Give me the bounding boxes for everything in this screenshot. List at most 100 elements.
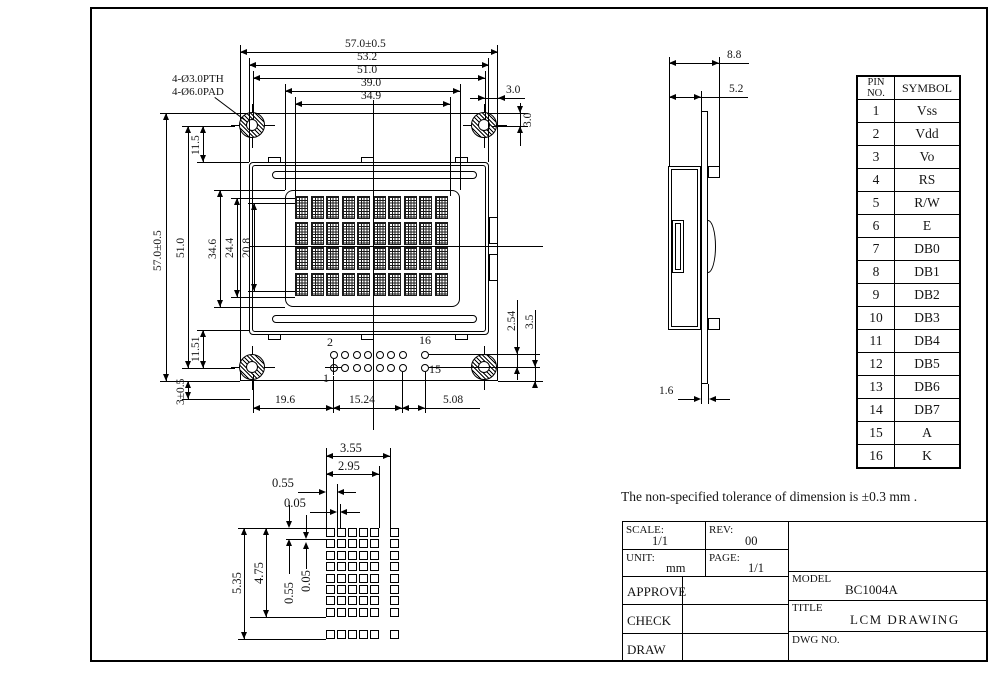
pin-no: 5 xyxy=(856,191,895,215)
dimension-line xyxy=(669,94,701,100)
pin-hole xyxy=(341,364,349,372)
side-tab xyxy=(708,318,720,330)
extension-line xyxy=(326,448,327,528)
char-cell xyxy=(419,247,432,270)
page-value: 1/1 xyxy=(748,561,764,575)
extension-line xyxy=(488,58,489,162)
hole-drill xyxy=(246,361,258,373)
unit-label: UNIT: xyxy=(626,552,655,564)
arrowhead xyxy=(319,488,326,495)
char-cell xyxy=(341,247,355,270)
arrowhead xyxy=(340,508,347,515)
frame-clip xyxy=(489,254,498,281)
dimension-line xyxy=(310,512,330,513)
char-cell xyxy=(419,272,432,296)
scale-value: 1/1 xyxy=(652,534,668,548)
model-value: BC1004A xyxy=(845,582,898,597)
dim-label: 24.4 xyxy=(224,237,236,258)
dot-cell xyxy=(337,607,346,617)
arrowhead xyxy=(516,126,523,133)
arrowhead xyxy=(285,539,292,546)
pin-symbol: DB5 xyxy=(894,352,961,376)
char-cell xyxy=(310,272,324,296)
char-cell xyxy=(403,272,417,296)
dimension-line xyxy=(240,49,498,55)
extension-line xyxy=(182,399,250,400)
pin-hole xyxy=(330,364,338,372)
approve-label: APPROVE xyxy=(627,584,687,599)
pin-no: 4 xyxy=(856,168,895,192)
extension-line xyxy=(450,97,451,196)
dim-label: 0.55 xyxy=(282,582,296,604)
pin-label: 1 xyxy=(323,371,329,385)
char-cell xyxy=(403,196,417,219)
frame-tab xyxy=(455,334,468,340)
dim-label: 20.8 xyxy=(241,237,253,258)
char-cell xyxy=(372,196,386,219)
extension-line xyxy=(485,93,486,118)
dim-label: 3.0 xyxy=(506,84,521,96)
pin-no: 15 xyxy=(856,421,895,445)
centerline xyxy=(250,246,543,247)
char-cell xyxy=(434,196,448,219)
extension-line xyxy=(333,376,334,413)
dot-cell xyxy=(370,573,379,583)
dim-label: 1.6 xyxy=(659,385,674,397)
pin-label: 16 xyxy=(419,333,431,347)
char-cell xyxy=(388,221,401,245)
char-cell xyxy=(310,221,324,245)
dim-label: 3.0 xyxy=(522,112,534,127)
dot-cell xyxy=(337,596,346,606)
extension-line xyxy=(429,367,540,368)
pin-no: 12 xyxy=(856,352,895,376)
arrowhead xyxy=(478,94,485,101)
pin-hole xyxy=(421,351,429,359)
pin-hole xyxy=(376,364,384,372)
dimension-line xyxy=(289,505,290,521)
char-matrix xyxy=(295,196,448,296)
char-cell xyxy=(326,221,339,245)
extension-line xyxy=(231,297,295,298)
dim-label: 0.05 xyxy=(299,570,313,592)
hole-drill xyxy=(478,119,490,131)
dot-cell xyxy=(326,562,335,572)
frame-tab xyxy=(455,157,468,163)
extension-line xyxy=(197,162,249,163)
dim-label: 0.55 xyxy=(272,476,294,490)
char-cell xyxy=(419,221,432,245)
title-label: TITLE xyxy=(792,602,823,614)
pin-symbol: E xyxy=(894,214,961,238)
dot-cell xyxy=(390,539,399,549)
dimension-line xyxy=(425,408,480,409)
dot-cell xyxy=(370,539,379,549)
hole-note-line2: 4-Ø6.0PAD xyxy=(172,86,224,98)
pin-hole xyxy=(399,364,407,372)
dot-cell xyxy=(348,630,357,639)
pin1-marker xyxy=(325,367,341,368)
dimension-line xyxy=(326,471,379,477)
pin-table-header-pin: PIN NO. xyxy=(856,75,895,100)
dot-cell xyxy=(337,539,346,549)
pin-hole xyxy=(364,364,372,372)
extension-line xyxy=(708,384,709,404)
char-cell xyxy=(295,247,308,270)
pin-no: 14 xyxy=(856,398,895,422)
pin-symbol: DB0 xyxy=(894,237,961,261)
extension-line xyxy=(669,57,670,166)
extension-line xyxy=(701,91,702,111)
pin-symbol: A xyxy=(894,421,961,445)
dimension-line xyxy=(333,405,402,411)
extension-line xyxy=(160,381,240,382)
sheet-border xyxy=(90,7,988,662)
extension-line xyxy=(214,190,285,191)
dot-cell xyxy=(337,573,346,583)
extension-line xyxy=(197,330,249,331)
dimension-line xyxy=(200,330,206,368)
